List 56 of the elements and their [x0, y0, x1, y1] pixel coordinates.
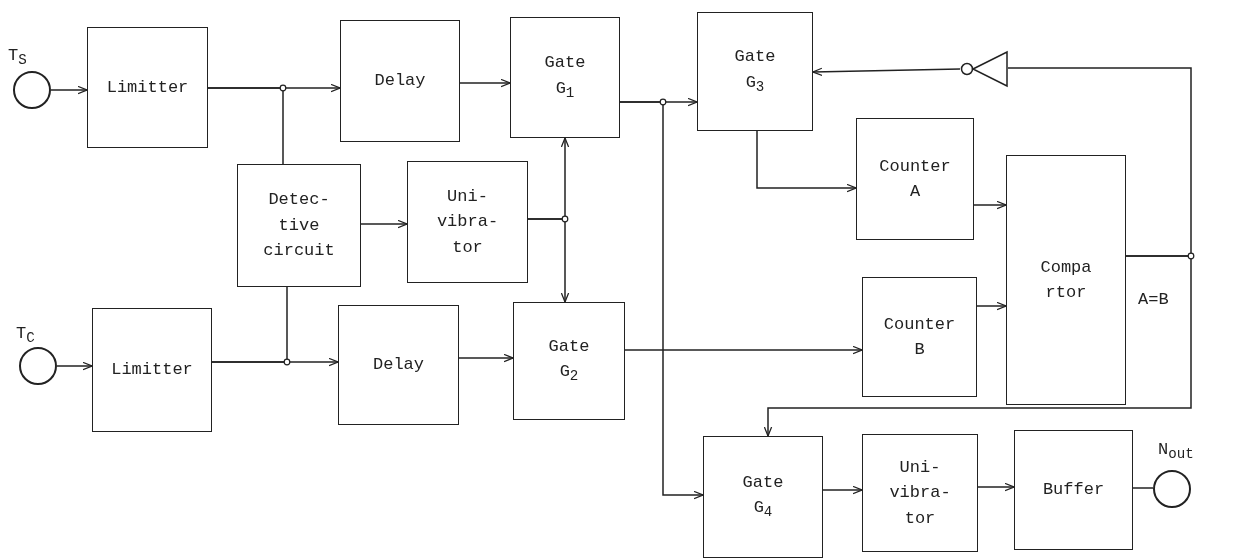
- connector-line: [207, 87, 284, 165]
- arrow: [756, 130, 857, 193]
- block: [513, 302, 625, 420]
- block-label: Limitter: [106, 76, 189, 99]
- terminal-label: T$_{C}$: [16, 324, 35, 347]
- block-label: Buffer: [1042, 479, 1105, 502]
- terminal-label: N$_{out}$: [1158, 440, 1194, 463]
- block: [340, 20, 460, 142]
- block: [862, 277, 977, 397]
- terminal-circle: [13, 71, 51, 109]
- block-label: Detec- tive circuit: [262, 189, 336, 263]
- block: [510, 17, 620, 138]
- block-label: Compa rtor: [1039, 256, 1093, 304]
- arrow: [50, 85, 88, 95]
- block: [407, 161, 528, 283]
- arrow: [977, 482, 1015, 492]
- arrow: [822, 485, 863, 495]
- block: [237, 164, 361, 287]
- block-label: Limitter: [111, 359, 193, 382]
- arrow: [527, 218, 570, 303]
- arrow: [812, 67, 961, 77]
- arrow: [458, 353, 514, 363]
- arrow: [619, 101, 704, 500]
- arrow: [976, 301, 1007, 311]
- block: [1014, 430, 1133, 550]
- block: [703, 436, 823, 558]
- block: [862, 434, 978, 552]
- block: [697, 12, 813, 131]
- arrow: [973, 200, 1007, 210]
- block-label: Uni- vibra- tor: [435, 185, 500, 259]
- block-label: Counter A: [878, 155, 952, 203]
- connector-line: [1132, 487, 1154, 489]
- signal-label: A=B: [1138, 290, 1169, 309]
- terminal-circle: [1153, 470, 1191, 508]
- block-label: Delay: [374, 70, 426, 93]
- arrow: [360, 219, 408, 229]
- block: [338, 305, 459, 425]
- block: [87, 27, 208, 148]
- block: [92, 308, 212, 432]
- block-label: Counter B: [882, 313, 957, 361]
- terminal-label: T$_{S}$: [8, 46, 27, 69]
- terminal-circle: [19, 347, 57, 385]
- inverter-symbol: [960, 50, 1008, 88]
- arrow: [56, 361, 93, 371]
- block-label: Gate G$_{3}$: [733, 46, 777, 98]
- block-label: Gate G$_{1}$: [543, 52, 587, 104]
- arrow: [459, 78, 511, 88]
- block-label: Uni- vibra- tor: [888, 456, 952, 530]
- arrow: [763, 255, 1192, 437]
- block: [856, 118, 974, 240]
- block-label: Gate G$_{4}$: [741, 471, 785, 523]
- block-label: Gate G$_{2}$: [547, 335, 591, 387]
- block: [1006, 155, 1126, 405]
- connector-line: [211, 286, 288, 363]
- block-label: Delay: [373, 354, 424, 377]
- arrow: [624, 345, 863, 355]
